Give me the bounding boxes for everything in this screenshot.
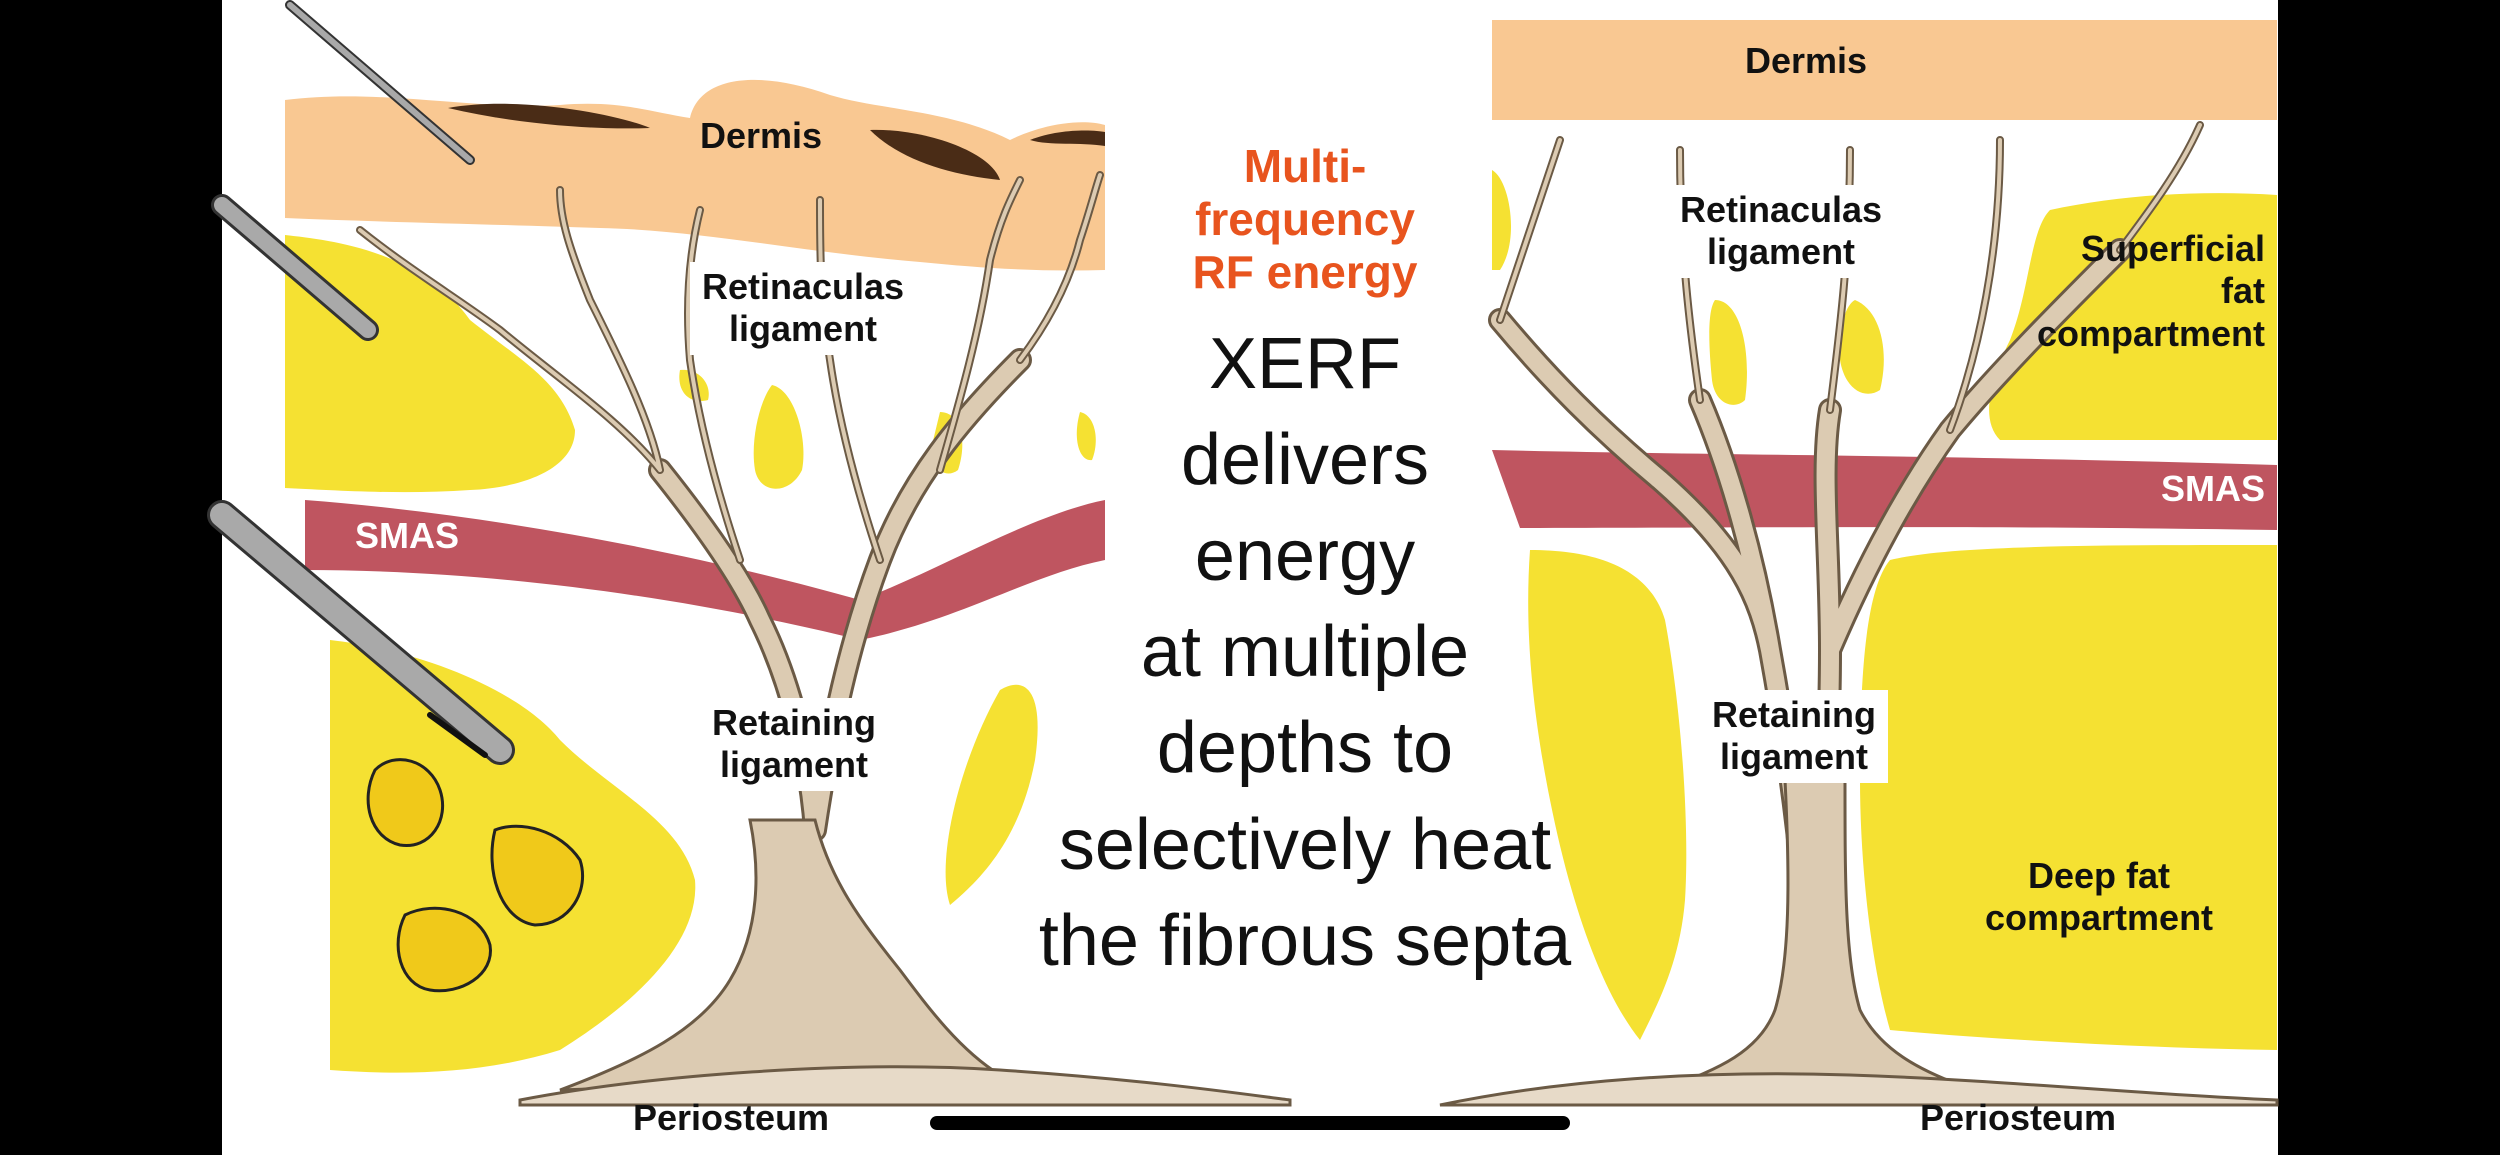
left-smas-label: SMAS <box>355 515 460 556</box>
left-fat-lobule <box>490 824 585 927</box>
left-anatomy-panel <box>207 0 1292 1107</box>
left-fat-wedge <box>945 684 1038 905</box>
left-fat-lobule <box>366 758 445 847</box>
left-fat-droplet <box>1076 412 1096 461</box>
right-deep-fat <box>1528 545 2277 1050</box>
left-dermis-label: Dermis <box>700 115 823 156</box>
right-dermis-layer <box>1492 20 2277 120</box>
right-dermis-label: Dermis <box>1745 40 1868 81</box>
right-retaining-line2: ligament <box>1719 736 1869 778</box>
left-retaining-line2: ligament <box>719 744 869 786</box>
superficial-fat-label: Superficial fat compartment <box>2000 228 2265 355</box>
highlight-text-block: Multi- frequency RF energy <box>955 140 1655 299</box>
right-periosteum-label: Periosteum <box>1920 1097 2117 1138</box>
statement-line-1: XERF <box>1208 324 1402 404</box>
cannula-needles <box>207 0 515 765</box>
left-smas-layer <box>305 500 1105 640</box>
home-indicator-bar[interactable] <box>930 1116 1570 1130</box>
right-retinaculas-line1: Retinaculas <box>1680 189 1883 230</box>
highlight-line-1: Multi- <box>1243 140 1367 192</box>
left-pigment-patch <box>1030 130 1105 146</box>
statement-line-6: selectively heat <box>1058 804 1552 885</box>
left-retinaculas-line1: Retinaculas <box>702 266 905 307</box>
left-retinaculas-line2: ligament <box>729 308 878 350</box>
right-retinaculas-line2: ligament <box>1707 231 1856 273</box>
left-retaining-line1: Retaining <box>712 702 877 743</box>
left-fat-lobule <box>396 906 492 993</box>
right-smas-label: SMAS <box>2160 468 2265 509</box>
statement-line-3: energy <box>1194 516 1416 597</box>
right-superficial-fat <box>1492 170 2277 440</box>
right-retaining-label: Retaining ligament <box>1700 690 1889 783</box>
statement-line-4: at multiple <box>1140 612 1470 693</box>
superficial-fat-line3: compartment <box>2036 312 2265 354</box>
left-periosteum-layer <box>518 1065 1292 1107</box>
right-ligament-tree <box>1488 121 2204 1052</box>
right-retinaculas-label: Retinaculas ligament <box>1668 185 1895 278</box>
left-fat-droplet <box>753 385 804 489</box>
left-superficial-fat <box>285 235 575 493</box>
left-periosteum-label: Periosteum <box>633 1097 830 1138</box>
left-pigment-patch <box>870 129 1000 180</box>
deep-fat-line2: compartment <box>1985 897 2214 939</box>
statement-line-5: depths to <box>1156 708 1454 789</box>
right-periosteum-layer <box>1439 1072 2279 1107</box>
left-retaining-label: Retaining ligament <box>700 698 889 791</box>
superficial-fat-line2: fat <box>2221 270 2265 312</box>
deep-fat-label: Deep fat compartment <box>1985 855 2213 940</box>
left-pigment-patch <box>448 103 650 129</box>
highlight-line-3: RF energy <box>1192 245 1418 298</box>
superficial-fat-line1: Superficial <box>2080 228 2265 269</box>
deep-fat-line1: Deep fat <box>2028 855 2171 896</box>
statement-text-block: XERF delivers energy at multiple depths … <box>955 316 1655 989</box>
right-retaining-line1: Retaining <box>1712 694 1877 735</box>
highlight-line-2: frequency <box>1195 192 1415 245</box>
left-retinaculas-label: Retinaculas ligament <box>690 262 917 355</box>
left-retaining-stalk <box>559 818 1005 1092</box>
statement-line-7: the fibrous septa <box>1038 900 1572 981</box>
statement-line-2: delivers <box>1180 420 1430 501</box>
left-dermis-layer <box>285 79 1105 271</box>
right-anatomy-panel <box>1439 20 2279 1107</box>
